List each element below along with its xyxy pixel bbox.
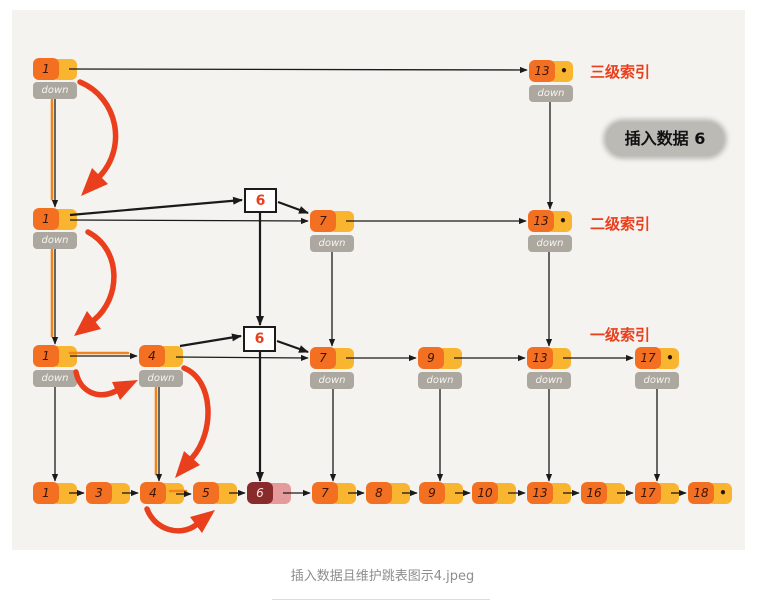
level2-down-13: down (528, 235, 572, 252)
base-node-5: 5 (193, 482, 237, 504)
node-key: 4 (139, 345, 165, 367)
diagram-panel (12, 10, 745, 550)
base-node-10: 10 (472, 482, 516, 504)
level2-node-7: 7 (310, 210, 354, 232)
base-node-9: 9 (419, 482, 463, 504)
base-node-13: 13 (527, 482, 571, 504)
node-key: 13 (527, 482, 553, 504)
level2-node-1: 1 (33, 208, 77, 230)
level3-node-13: 13 • (529, 60, 573, 82)
node-key: 10 (472, 482, 498, 504)
node-key: 3 (86, 482, 112, 504)
level1-down-7: down (310, 372, 354, 389)
base-node-6-inserted: 6 (247, 482, 291, 504)
node-key: 17 (635, 347, 661, 369)
base-node-8: 8 (366, 482, 410, 504)
level1-down-13: down (527, 372, 571, 389)
node-key: 13 (528, 210, 554, 232)
node-key: 13 (527, 347, 553, 369)
node-key: 7 (310, 347, 336, 369)
base-node-18: 18 • (688, 482, 732, 504)
base-node-16: 16 (581, 482, 625, 504)
node-key: 7 (310, 210, 336, 232)
node-key: 16 (581, 482, 607, 504)
node-key: 1 (33, 208, 59, 230)
node-key: 4 (140, 482, 166, 504)
node-key: 1 (33, 482, 59, 504)
level2-new-index-box: 6 (244, 188, 277, 213)
insert-note: 插入数据 6 (606, 122, 724, 156)
level2-down-7: down (310, 235, 354, 252)
caption-underline (272, 599, 490, 600)
level1-node-7: 7 (310, 347, 354, 369)
base-node-17: 17 (635, 482, 679, 504)
base-node-1: 1 (33, 482, 77, 504)
level3-node-1: 1 (33, 58, 77, 80)
image-caption: 插入数据且维护跳表图示4.jpeg (290, 569, 475, 584)
level1-node-1: 1 (33, 345, 77, 367)
level1-down-17: down (635, 372, 679, 389)
node-key: 8 (366, 482, 392, 504)
level2-node-13: 13 • (528, 210, 572, 232)
node-key: 1 (33, 345, 59, 367)
node-key: 17 (635, 482, 661, 504)
node-key: 9 (419, 482, 445, 504)
level1-node-17: 17 • (635, 347, 679, 369)
level1-down-9: down (418, 372, 462, 389)
level1-node-9: 9 (418, 347, 462, 369)
node-key: 18 (688, 482, 714, 504)
node-key: 5 (193, 482, 219, 504)
level1-down-1: down (33, 370, 77, 387)
level1-node-13: 13 (527, 347, 571, 369)
node-key: 13 (529, 60, 555, 82)
level3-down-1: down (33, 82, 77, 99)
level2-label: 二级索引 (590, 215, 651, 233)
level1-down-4: down (139, 370, 183, 387)
node-key: 9 (418, 347, 444, 369)
node-key: 7 (312, 482, 338, 504)
level3-down-13: down (529, 85, 573, 102)
level1-node-4: 4 (139, 345, 183, 367)
base-node-4: 4 (140, 482, 184, 504)
node-key: 6 (247, 482, 273, 504)
level2-down-1: down (33, 232, 77, 249)
base-node-7: 7 (312, 482, 356, 504)
level1-new-index-box: 6 (243, 326, 276, 352)
level3-label: 三级索引 (590, 63, 651, 81)
level1-label: 一级索引 (590, 326, 651, 344)
base-node-3: 3 (86, 482, 130, 504)
node-key: 1 (33, 58, 59, 80)
